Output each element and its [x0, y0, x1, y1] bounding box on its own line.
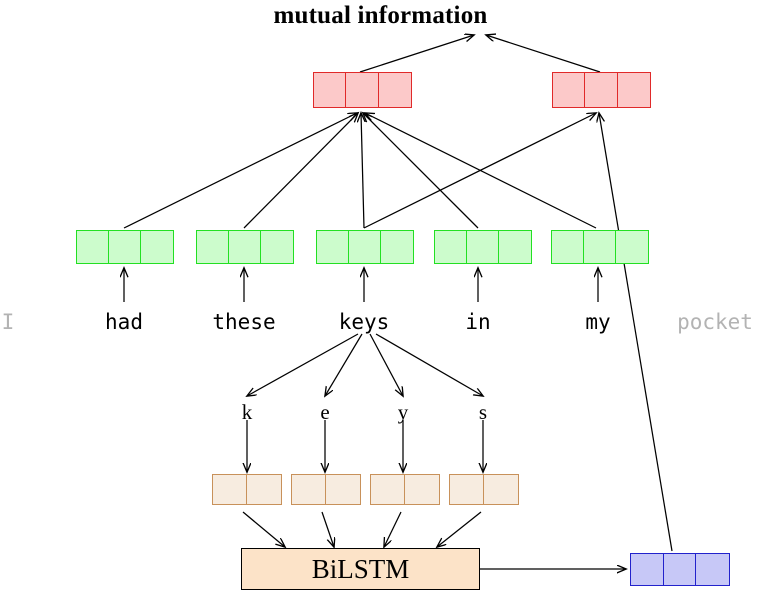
vector-cell	[584, 72, 619, 108]
bilstm-module[interactable]: BiLSTM	[241, 548, 480, 590]
vector-cell	[552, 72, 587, 108]
edge-keys-to-char-y	[369, 333, 403, 396]
word-had[interactable]: had	[105, 310, 143, 334]
vector-cell	[246, 474, 283, 505]
char-label-e: e	[320, 400, 330, 424]
edge-green3-to-redright	[363, 113, 596, 229]
edge-vector-k-to-bilstm	[242, 511, 285, 547]
diagram-title: mutual information	[273, 2, 488, 29]
red-vector-right[interactable]	[552, 72, 651, 108]
word-my[interactable]: my	[585, 310, 611, 334]
bilstm-output-vector[interactable]	[630, 553, 730, 586]
edge-vector-e-to-bilstm	[321, 511, 334, 547]
vector-cell	[325, 474, 362, 505]
vector-cell	[260, 230, 295, 264]
edge-vector-s-to-bilstm	[437, 511, 482, 547]
vector-cell	[196, 230, 230, 264]
edge-green2-to-redleft	[243, 113, 358, 229]
word-in[interactable]: in	[465, 310, 491, 334]
vector-cell	[630, 553, 665, 586]
green-vector-in[interactable]	[434, 230, 533, 264]
char-label-k: k	[241, 400, 253, 424]
red-vector-left[interactable]	[313, 72, 412, 108]
edge-green5-to-redleft	[365, 113, 597, 229]
vector-cell	[316, 230, 350, 264]
vector-cell	[140, 230, 175, 264]
vector-cell	[345, 72, 380, 108]
vector-cell	[498, 230, 533, 264]
edge-green1-to-redleft	[123, 113, 357, 229]
vector-cell	[449, 474, 485, 505]
vector-cell	[615, 230, 650, 264]
vector-cell	[370, 474, 406, 505]
char-vector-e[interactable]	[291, 474, 362, 505]
green-vector-had[interactable]	[76, 230, 175, 264]
char-vector-y[interactable]	[370, 474, 441, 505]
word-i[interactable]: I	[1, 310, 15, 334]
vector-cell	[313, 72, 348, 108]
vector-cell	[434, 230, 468, 264]
vector-cell	[583, 230, 617, 264]
word-keys[interactable]: keys	[338, 310, 390, 334]
vector-cell	[380, 230, 415, 264]
vector-cell	[291, 474, 327, 505]
vector-cell	[228, 230, 262, 264]
char-vector-k[interactable]	[212, 474, 283, 505]
vector-cell	[616, 72, 651, 108]
vector-cell	[348, 230, 382, 264]
edge-keys-to-char-k	[247, 333, 359, 396]
edge-vector-y-to-bilstm	[384, 511, 402, 547]
edge-redleft-to-title	[359, 35, 474, 73]
green-vector-my[interactable]	[551, 230, 650, 264]
edge-keys-to-char-s	[375, 333, 483, 396]
vector-cell	[662, 553, 698, 586]
green-vector-these[interactable]	[196, 230, 295, 264]
char-vector-s[interactable]	[449, 474, 520, 505]
vector-cell	[76, 230, 110, 264]
vector-cell	[377, 72, 412, 108]
edge-green3-to-redleft	[361, 113, 364, 229]
vector-cell	[404, 474, 441, 505]
edge-keys-to-char-e	[325, 333, 363, 396]
vector-cell	[108, 230, 142, 264]
vector-cell	[483, 474, 520, 505]
edge-redright-to-title	[486, 35, 601, 73]
word-pocket[interactable]: pocket	[677, 310, 753, 334]
char-label-y: y	[397, 400, 409, 424]
word-these[interactable]: these	[212, 310, 276, 334]
vector-cell	[466, 230, 500, 264]
vector-cell	[551, 230, 585, 264]
vector-cell	[212, 474, 248, 505]
edge-green4-to-redleft	[363, 113, 479, 229]
vector-cell	[695, 553, 730, 586]
char-label-s: s	[478, 400, 488, 424]
green-vector-keys[interactable]	[316, 230, 415, 264]
